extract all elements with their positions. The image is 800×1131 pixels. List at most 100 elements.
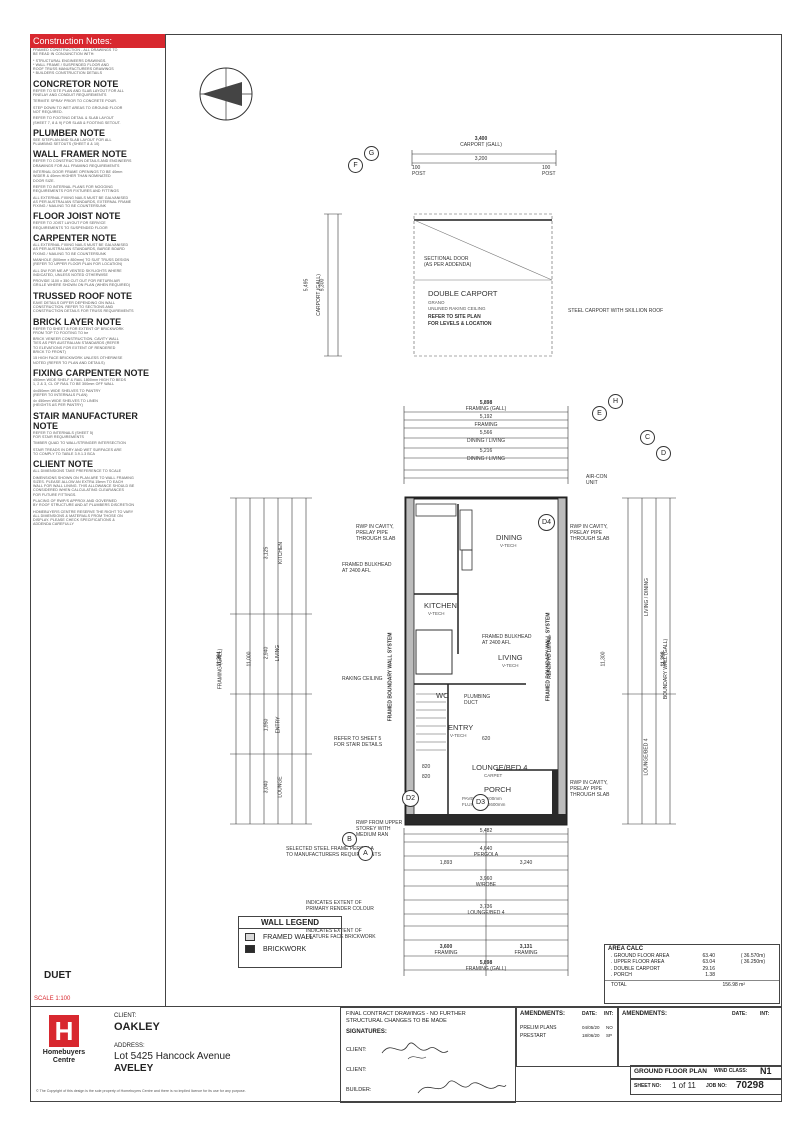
carport-left-dim: 5,495 [303,278,310,292]
note-section-title: FIXING CARPENTER NOTE [33,367,150,378]
note-section-title: TRUSSED ROOF NOTE [33,290,133,301]
note-section-title: PLUMBER NOTE [33,127,105,138]
room-entry-finish: V-TECH [450,733,467,738]
amendment-date: 18/06/20 [582,1033,600,1038]
note-line: PLUMBING SETOUTS (SHEET 8 & 10) [33,142,100,147]
note-line: TIES AS PER AUSTRALIAN STANDARDS (REFER [33,341,120,346]
legend-row-framed: FRAMED WALL [245,933,335,941]
note-line: REFER TO INTERNAL PLANS FOR NOGGING [33,184,113,189]
sheet-no-value: 1 of 11 [672,1081,696,1090]
sectional-door-sub: (AS PER ADDENDA) [424,262,472,268]
amendments-right [618,1007,782,1067]
note-line: BE READ IN CONJUNCTION WITH: [33,52,95,57]
note-line: BY ROOF STRUCTURE AND AT PLUMBERS DISCRE… [33,503,135,508]
bottom-dim-wrobe: W/ROBE [475,882,497,888]
note-line: REFER TO CONSTRUCTION DETAILS AND ENGINE… [33,159,132,164]
address-line2: AVELEY [114,1063,154,1074]
legend-brick-label: BRICKWORK [263,945,307,953]
carport-left-dim-inner: 5,300 [319,278,326,292]
note-line: FRAMED CONSTRUCTION - ALL DRAWINGS TO [33,48,118,52]
left-dim-lounge-label: LOUNGE [277,776,284,798]
note-line: FIXING / NAILING TO BE COUNTERSUNK [33,204,107,209]
note-line: REFER TO SHEET 8 FOR EXTENT OF BRICKWORK [33,326,124,331]
note-line: TO ELEVATIONS FOR EXTENT OF RENDERED [33,345,116,350]
wall-legend-title: WALL LEGEND [239,917,341,929]
job-no-label: JOB NO: [706,1083,727,1089]
bottom-dim-3: 1,893 [439,860,453,866]
room-porch: PORCH [484,785,512,794]
note-line: REFER TO INTERNALS (SHEET 5) [33,430,94,435]
carport-dim-right-100: 100 [542,165,551,171]
left-dim-entry-label: ENTRY [275,716,282,734]
wind-class-value: N1 [760,1066,772,1076]
bottom-dim-pergola: PERGOLA [473,852,499,858]
note-line: STEP DOWN TO WET AREAS TO GROUND FLOOR [33,105,123,110]
left-dim-framing: 11,000 [246,651,253,667]
rwp-right-3: THROUGH SLAB [570,536,610,542]
area-value: 1.38 [705,971,715,978]
note-line: (REFER TO UPPER FLOOR PLAN FOR LOCATION) [33,262,123,267]
left-dim-living: 2,940 [263,646,270,660]
note-section-title: WALL FRAMER NOTE [33,149,127,160]
note-line: STAIR TREADS IN DRY AND WET SURFACES ARE [33,447,122,452]
carport-post-right: POST [542,171,556,177]
sheet-title: GROUND FLOOR PLAN [634,1068,707,1075]
note-line: ALL EXTERNAL FIXING NAILS MUST BE GALVAN… [33,195,129,200]
note-line: WIDER & 40mm HIGHER THAN NOMINATED [33,174,111,179]
rwp-upper-3: MEDIUM RAN [356,832,389,838]
door-size-2: 820 [422,774,431,780]
section-marker-c: C [640,430,655,445]
note-line: 1, 2 & 3, CL OF RAIL TO BE 300mm OFF WAL… [33,382,115,387]
right-dim-label: BOUNDARY WALL (GALL) [663,638,670,700]
area-name: . PORCH [611,971,632,978]
note-line: ALL EXTERNAL FIXING NAILS MUST BE GALVAN… [33,243,129,248]
room-lounge-finish: CARPET [484,773,503,778]
door-marker-d3: D3 [472,794,489,811]
left-dim-living-label: LIVING [275,644,282,662]
note-line: ADDENDA CAREFULLY [33,522,74,527]
right-dim-lounge: LOUNGE/BED 4 [643,738,650,776]
area-row: . PORCH 1.38 [605,972,779,978]
house-walls [404,496,568,826]
aircon-2: UNIT [586,480,598,486]
top-dim-framing-label: FRAMING [474,422,498,428]
bottom-dim-5: 3,960 [479,876,493,882]
homebuyers-logo: H Homebuyers Centre [38,1015,90,1071]
note-line: * BUILDERS CONSTRUCTION DETAILS [33,71,103,76]
bottom-dim-overall-label: FRAMING (GALL) [465,966,507,972]
note-line: MANHOLE (500mm x 850mm) TO SUIT TRUSS DE… [33,257,130,262]
amendments-label-2: AMENDMENTS: [622,1011,667,1017]
note-line: NOT REQUIRED. [33,109,63,114]
pergola-note-1: SELECTED STEEL FRAME PERGOLA [286,846,374,852]
aircon-1: AIR-CON [586,474,608,480]
top-dim-dining-label: DINING / LIVING [466,438,506,444]
room-dining-finish: V-TECH [500,543,517,548]
rwp-upper-1: RWP FROM UPPER [356,820,403,826]
top-dim-dining2: 5,216 [479,448,493,454]
area-squares: ( 36.250m) [740,959,765,966]
left-dim-kitchen-label: KITCHEN [277,542,284,564]
door-size-1: 820 [422,764,431,770]
note-line: PROVIDE 1100 x 350 CUT OUT FOR RETURN AI… [33,279,120,284]
rwp-right-lower-2: PRELAY PIPE [570,786,603,792]
room-lounge: LOUNGE/BED 4 [472,763,528,772]
note-line: PLACING OF RWP/S APPROX AND GOVERNED [33,499,117,503]
room-kitchen: KITCHEN [424,601,457,610]
construction-notes-header: Construction Notes: [30,34,165,48]
section-marker-e: E [592,406,607,421]
note-section-title: FLOOR JOIST NOTE [33,211,121,222]
note-section-title: CLIENT NOTE [33,459,93,470]
note-line: ALL DW FOR ME AP VENTED SKYLIGHTS WHERE [33,268,122,273]
legend-framed-label: FRAMED WALL [263,933,314,941]
rwp-right-lower-3: THROUGH SLAB [570,792,610,798]
amendments-label: AMENDMENTS: [520,1011,565,1017]
int-label-2: INT: [760,1011,770,1017]
note-line: AS PER AUSTRALIAN STANDARDS, EXTERNAL FR… [33,199,132,204]
carport-dim-label: CARPORT (GALL) [460,142,502,148]
